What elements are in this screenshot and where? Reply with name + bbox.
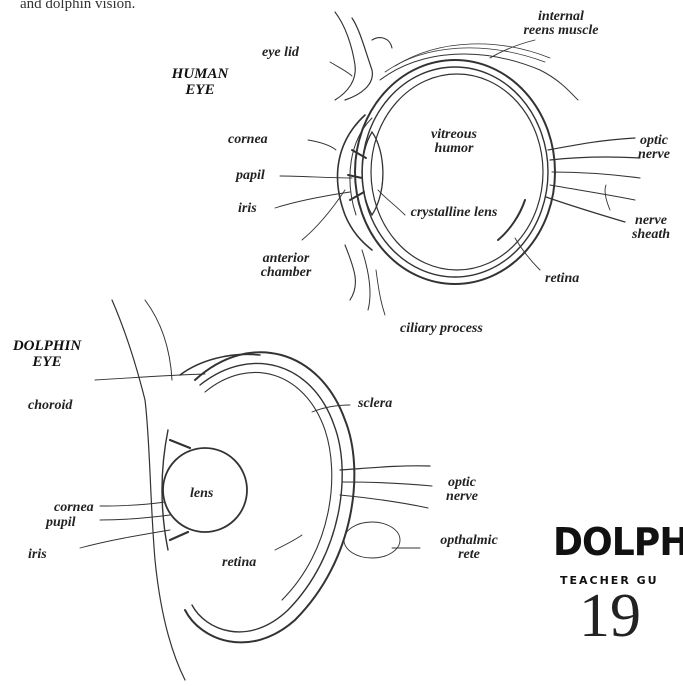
human-eye-title: HUMAN EYE <box>160 66 240 98</box>
label-anterior-chamber: anterior chamber <box>248 252 324 280</box>
label-pupil: pupil <box>46 516 76 530</box>
label-nerve-sheath: nerve sheath <box>622 214 680 242</box>
label-retina-dolphin: retina <box>222 556 256 570</box>
label-eye-lid: eye lid <box>262 46 299 60</box>
label-optic-nerve-human: optic nerve <box>628 134 680 162</box>
label-papil: papil <box>236 169 265 183</box>
label-lens: lens <box>190 487 213 501</box>
label-retina-human: retina <box>545 272 579 286</box>
label-choroid: choroid <box>28 399 72 413</box>
label-crystalline-lens: crystalline lens <box>406 206 502 220</box>
label-cornea-human: cornea <box>228 133 268 147</box>
page-number: 19 <box>579 586 641 646</box>
label-iris-dolphin: iris <box>28 548 47 562</box>
label-internal-reens-muscle: internal reens muscle <box>522 10 600 38</box>
human-eye-drawing <box>275 12 640 315</box>
label-cornea-dolphin: cornea <box>54 501 94 515</box>
label-vitreous-humor: vitreous humor <box>418 128 490 156</box>
label-opthalmic-rete: opthalmic rete <box>428 534 510 562</box>
brand-logo: DOLPHI <box>553 520 683 564</box>
label-optic-nerve-dolphin: optic nerve <box>436 476 488 504</box>
dolphin-eye-title: DOLPHIN EYE <box>8 338 86 370</box>
dolphin-eye-drawing <box>80 300 432 680</box>
label-ciliary-process: ciliary process <box>400 322 483 336</box>
label-sclera: sclera <box>358 397 392 411</box>
label-iris-human: iris <box>238 202 257 216</box>
